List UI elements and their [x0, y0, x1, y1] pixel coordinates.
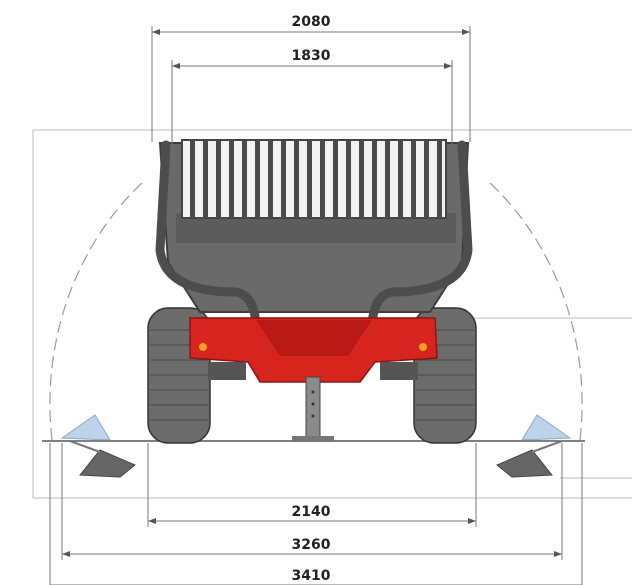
- side-posts: [155, 140, 473, 335]
- support-leg: [292, 376, 334, 442]
- cargo-stake: [307, 140, 312, 218]
- cargo-stake: [242, 140, 247, 218]
- dim-label-2140: 2140: [292, 504, 331, 520]
- cargo-stake: [294, 140, 299, 218]
- cargo-stake: [268, 140, 273, 218]
- frame-lines: [32, 129, 632, 499]
- cargo-stakes: [190, 140, 442, 218]
- dim-label-3410: 3410: [292, 568, 331, 584]
- cargo-stake: [320, 140, 325, 218]
- dim-label-2080: 2080: [292, 14, 331, 30]
- cargo-stake: [229, 140, 234, 218]
- cargo-stake: [333, 140, 338, 218]
- cargo-stake: [216, 140, 221, 218]
- cargo-stake: [437, 140, 442, 218]
- cargo-stake: [346, 140, 351, 218]
- right-outrigger: [496, 414, 572, 478]
- cargo-stake: [398, 140, 403, 218]
- crane-reach-arc: [49, 181, 583, 441]
- cargo-stake: [411, 140, 416, 218]
- cargo-stake: [372, 140, 377, 218]
- dim-label-3260: 3260: [292, 537, 331, 553]
- cargo-stake: [359, 140, 364, 218]
- dimension-arrows: [62, 29, 562, 557]
- cargo-stake: [385, 140, 390, 218]
- cargo-stake: [281, 140, 286, 218]
- cargo-stake: [424, 140, 429, 218]
- dim-label-1830: 1830: [292, 48, 331, 64]
- cargo-stake: [190, 140, 195, 218]
- cargo-stake: [203, 140, 208, 218]
- chassis-frame: [189, 317, 438, 383]
- cargo-body: [158, 139, 470, 313]
- cargo-stake: [255, 140, 260, 218]
- dimension-lines: [49, 26, 583, 585]
- left-outrigger: [60, 414, 136, 478]
